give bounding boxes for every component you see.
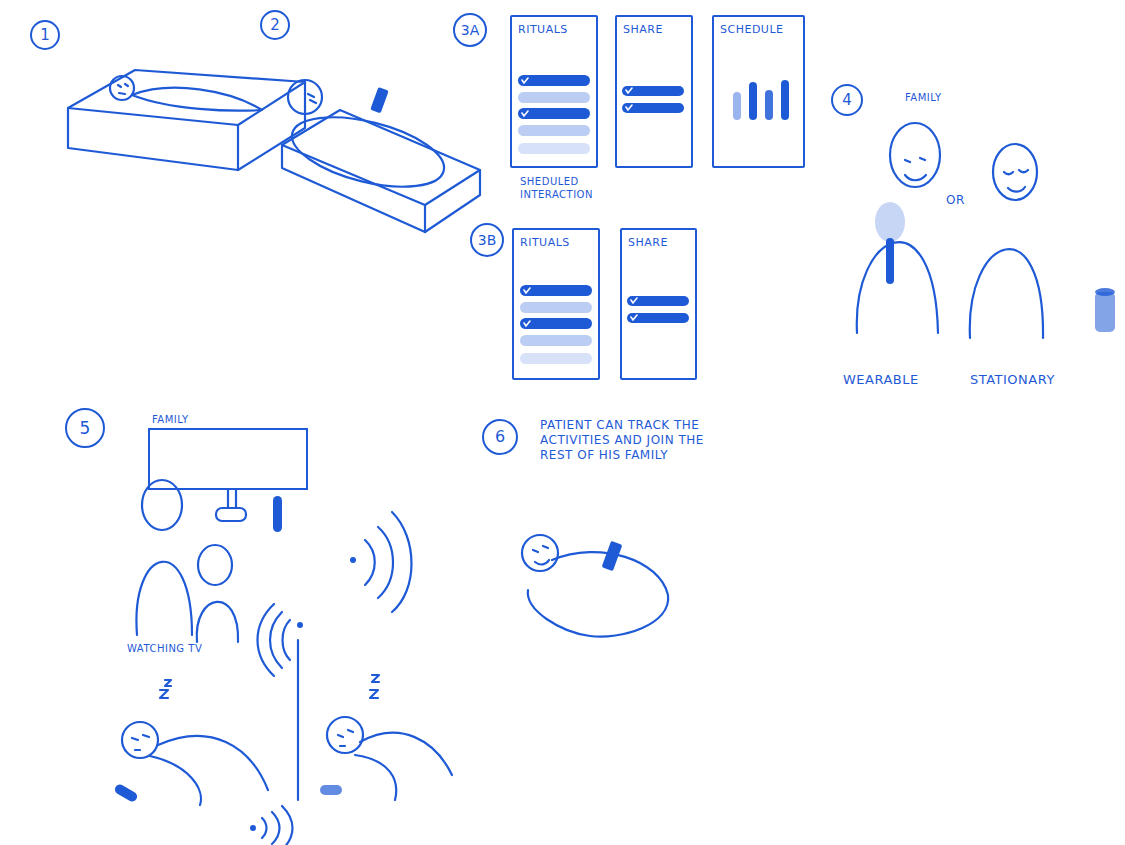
step-number: 6: [482, 419, 518, 455]
callout-number: 2: [270, 16, 280, 34]
step-number: 3A: [453, 13, 487, 47]
screen-heading: RITUALS: [520, 236, 570, 249]
callout-number: 6: [495, 427, 505, 446]
screen-heading: SCHEDULE: [720, 23, 784, 36]
note-label: STATIONARY: [970, 372, 1120, 388]
note-label: WATCHING TV: [127, 643, 247, 656]
note-label: OR: [946, 193, 986, 208]
app-screen: SHARE: [615, 15, 693, 168]
screen-heading: RITUALS: [518, 23, 568, 36]
callout-number: 5: [80, 418, 91, 438]
note-label: FAMILY: [905, 92, 1005, 105]
note-label: WEARABLE: [843, 372, 963, 388]
step-number: 4: [831, 84, 863, 116]
callout-number: 3A: [461, 22, 479, 39]
app-screen: SCHEDULE: [712, 15, 805, 168]
note-label: SHEDULED INTERACTION: [520, 176, 620, 201]
app-screen: RITUALS: [512, 228, 600, 380]
screen-heading: SHARE: [628, 236, 668, 249]
tv-screen: FAMILY: [148, 428, 308, 490]
app-screen: RITUALS: [510, 15, 598, 168]
step-number: 5: [65, 408, 105, 448]
note-label: PATIENT CAN TRACK THE ACTIVITIES AND JOI…: [540, 418, 725, 463]
step-number: 3B: [470, 223, 504, 257]
step-number: 2: [260, 10, 290, 40]
callout-number: 4: [842, 91, 852, 109]
callout-number: 1: [40, 26, 50, 44]
step-number: 1: [30, 20, 60, 50]
callout-number: 3B: [478, 232, 497, 249]
screen-heading: SHARE: [623, 23, 663, 36]
screen-heading: FAMILY: [152, 414, 189, 426]
app-screen: SHARE: [620, 228, 697, 380]
